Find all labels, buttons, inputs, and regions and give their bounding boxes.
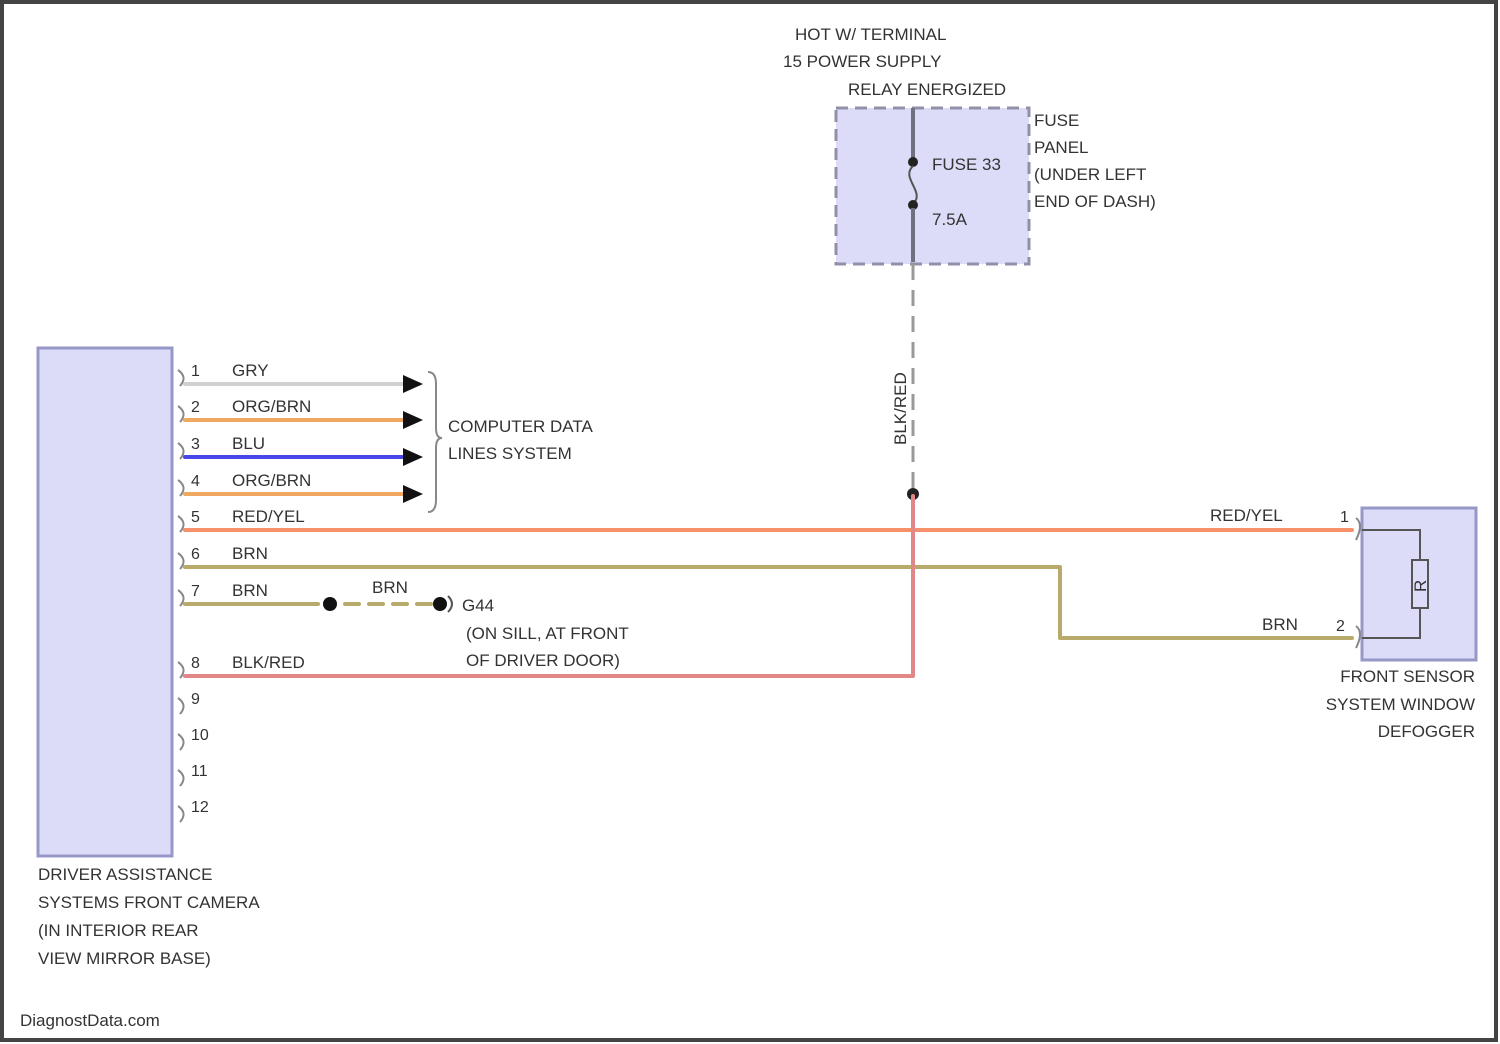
camera-pin-wire-label: GRY (232, 361, 269, 380)
data-lines-label-2: LINES SYSTEM (448, 444, 572, 463)
fuse-name: FUSE 33 (932, 155, 1001, 174)
fuse-terminal-top (908, 157, 918, 167)
camera-pin-bracket (178, 443, 184, 459)
camera-pin-number: 9 (191, 691, 200, 708)
camera-pin-wire-label: ORG/BRN (232, 397, 311, 416)
camera-pin-bracket (178, 734, 184, 750)
ground-point-dot (433, 597, 447, 611)
arrow-pin4 (403, 485, 423, 503)
camera-pin-number: 11 (191, 763, 208, 780)
camera-desc-3: (IN INTERIOR REAR (38, 921, 199, 940)
camera-pin-number: 5 (191, 509, 200, 526)
fuse-panel-desc-3: (UNDER LEFT (1034, 165, 1146, 184)
camera-pin-number: 8 (191, 655, 200, 672)
camera-pin-bracket (178, 370, 184, 386)
ground-name: G44 (462, 596, 494, 615)
power-label-line2: 15 POWER SUPPLY (783, 52, 941, 71)
fuse-panel-desc-2: PANEL (1034, 138, 1089, 157)
defogger-pin1-wire-label: RED/YEL (1210, 506, 1283, 525)
data-lines-label-1: COMPUTER DATA (448, 417, 593, 436)
camera-pin-bracket (178, 553, 184, 569)
camera-pin-bracket (178, 698, 184, 714)
watermark: DiagnostData.com (20, 1011, 160, 1030)
camera-pin-number: 6 (191, 546, 200, 563)
arrow-pin3 (403, 448, 423, 466)
ground-desc-2: OF DRIVER DOOR) (466, 651, 620, 670)
camera-desc-2: SYSTEMS FRONT CAMERA (38, 893, 260, 912)
ground-symbol (448, 596, 452, 612)
camera-pin-wire-label: RED/YEL (232, 507, 305, 526)
defogger-pin2-wire-label: BRN (1262, 615, 1298, 634)
power-label-line1: HOT W/ TERMINAL (795, 25, 946, 44)
camera-pin-number: 12 (191, 799, 209, 816)
camera-pin-number: 4 (191, 473, 200, 490)
camera-pin-bracket (178, 516, 184, 532)
camera-desc-4: VIEW MIRROR BASE) (38, 949, 211, 968)
camera-desc-1: DRIVER ASSISTANCE (38, 865, 212, 884)
camera-pin-bracket (178, 770, 184, 786)
front-camera-module (38, 348, 172, 856)
data-lines-brace (428, 372, 442, 512)
fuse-panel-desc-4: END OF DASH) (1034, 192, 1156, 211)
camera-pin-bracket (178, 806, 184, 822)
defogger-element-label: R (1411, 580, 1430, 592)
defogger-desc-3: DEFOGGER (1378, 722, 1475, 741)
camera-pin-bracket (178, 480, 184, 496)
defogger-pin2-bracket (1356, 626, 1360, 648)
fuse-rating: 7.5A (932, 210, 968, 229)
camera-pin-wire-label: ORG/BRN (232, 471, 311, 490)
power-label-line3: RELAY ENERGIZED (848, 80, 1006, 99)
camera-pin-number: 10 (191, 727, 209, 744)
arrow-pin2 (403, 411, 423, 429)
camera-pin-bracket (178, 662, 184, 678)
defogger-pin1-num: 1 (1340, 509, 1349, 526)
arrow-pin1 (403, 375, 423, 393)
camera-pin-wire-label: BLU (232, 434, 265, 453)
camera-pin-wire-label: BRN (232, 581, 268, 600)
defogger-pin1-bracket (1356, 518, 1360, 540)
camera-pin-wire-label: BRN (232, 544, 268, 563)
camera-pin-wire-label: BLK/RED (232, 653, 305, 672)
camera-pin-number: 2 (191, 399, 200, 416)
camera-pin-bracket (178, 406, 184, 422)
defogger-desc-2: SYSTEM WINDOW (1326, 695, 1475, 714)
ground-desc-1: (ON SILL, AT FRONT (466, 624, 629, 643)
defogger-desc-1: FRONT SENSOR (1340, 667, 1475, 686)
blk-red-vertical-label: BLK/RED (891, 372, 910, 445)
ground-connector-dot-left (323, 597, 337, 611)
fuse-panel-desc-1: FUSE (1034, 111, 1079, 130)
camera-pin-bracket (178, 590, 184, 606)
fuse-panel-box (836, 108, 1029, 264)
ground-wire-label: BRN (372, 578, 408, 597)
camera-pin-number: 3 (191, 436, 200, 453)
camera-pin-number: 7 (191, 583, 200, 600)
camera-pin-number: 1 (191, 363, 200, 380)
defogger-pin2-num: 2 (1336, 618, 1345, 635)
